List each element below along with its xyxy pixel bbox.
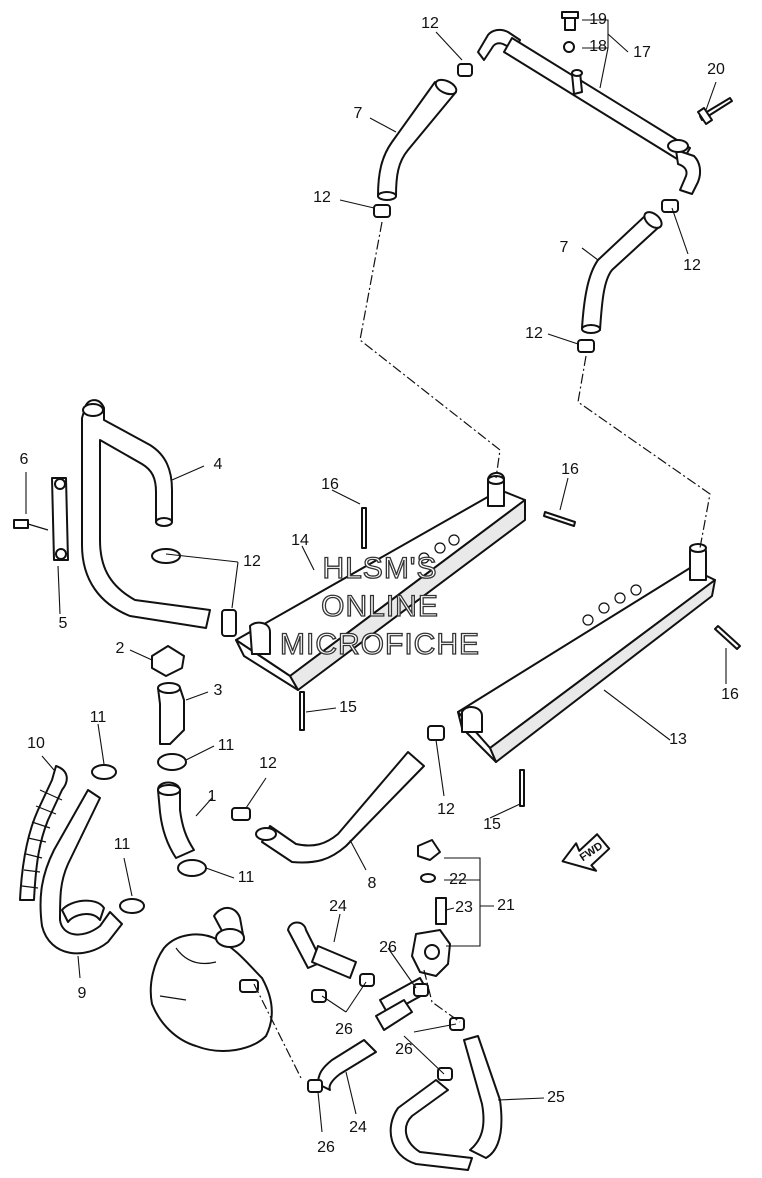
callout-11: 11 bbox=[218, 737, 235, 754]
callout-13: 13 bbox=[669, 731, 687, 748]
callout-8: 8 bbox=[368, 875, 377, 892]
callout-16: 16 bbox=[721, 686, 739, 703]
clamp-11-lower bbox=[177, 859, 207, 877]
callout-16: 16 bbox=[321, 476, 339, 493]
water-jacket-13 bbox=[457, 543, 716, 763]
bolt-23 bbox=[435, 897, 447, 925]
water-jacket-14 bbox=[235, 472, 526, 691]
callout-15: 15 bbox=[483, 816, 501, 833]
callout-12: 12 bbox=[313, 189, 331, 206]
forward-direction-arrow: FWD bbox=[561, 833, 611, 872]
hose-24-lower bbox=[317, 1039, 377, 1091]
bleed-screw-20 bbox=[697, 97, 733, 125]
callout-3: 3 bbox=[214, 682, 223, 699]
valve-body-21 bbox=[411, 929, 451, 977]
callout-5: 5 bbox=[59, 615, 68, 632]
clamp-26 bbox=[307, 973, 465, 1093]
callout-24: 24 bbox=[349, 1119, 367, 1136]
callout-12: 12 bbox=[259, 755, 277, 772]
callout-19: 19 bbox=[589, 11, 607, 28]
engine-housing bbox=[149, 907, 273, 1052]
connection-lines bbox=[253, 221, 711, 1081]
rivet-15 bbox=[299, 691, 525, 807]
watermark: HLSM'S ONLINE MICROFICHE bbox=[279, 551, 480, 661]
callout-11: 11 bbox=[238, 869, 255, 886]
callout-12: 12 bbox=[421, 15, 439, 32]
callout-2: 2 bbox=[116, 640, 125, 657]
hose-9 bbox=[39, 789, 123, 955]
clamp-26-engine bbox=[239, 979, 259, 993]
clamp-12 bbox=[373, 63, 679, 353]
callout-labels: 12 19 18 17 20 7 12 7 12 12 6 4 16 16 14… bbox=[20, 11, 739, 1156]
clamp-11-upper bbox=[157, 753, 187, 771]
callout-23: 23 bbox=[455, 899, 473, 916]
callout-24: 24 bbox=[329, 898, 347, 915]
callout-10: 10 bbox=[27, 735, 45, 752]
callout-12: 12 bbox=[243, 553, 261, 570]
callout-21: 21 bbox=[497, 897, 515, 914]
callout-26: 26 bbox=[317, 1139, 335, 1156]
callout-26: 26 bbox=[335, 1021, 353, 1038]
clamp-11-side bbox=[91, 764, 145, 914]
callout-6: 6 bbox=[20, 451, 29, 468]
callout-9: 9 bbox=[78, 985, 87, 1002]
fitting-19 bbox=[561, 11, 579, 31]
valve-cap-22 bbox=[417, 839, 441, 883]
callout-26: 26 bbox=[395, 1041, 413, 1058]
callout-15: 15 bbox=[339, 699, 357, 716]
callout-26: 26 bbox=[379, 939, 397, 956]
callout-7: 7 bbox=[354, 105, 363, 122]
washer-18 bbox=[563, 41, 575, 53]
rivet-16 bbox=[361, 507, 741, 650]
callout-18: 18 bbox=[589, 38, 607, 55]
callout-12: 12 bbox=[683, 257, 701, 274]
watermark-line-1: HLSM'S bbox=[322, 552, 437, 585]
spiral-hose-10 bbox=[19, 765, 68, 901]
hose-7-lower bbox=[581, 211, 663, 334]
water-pipe-4 bbox=[81, 399, 211, 629]
callout-20: 20 bbox=[707, 61, 725, 78]
cap-2 bbox=[151, 645, 185, 677]
callout-12: 12 bbox=[525, 325, 543, 342]
callout-25: 25 bbox=[547, 1089, 565, 1106]
crossover-pipe-17 bbox=[477, 28, 702, 195]
callout-16: 16 bbox=[561, 461, 579, 478]
callout-4: 4 bbox=[214, 456, 223, 473]
leader-lines bbox=[25, 19, 727, 1133]
callout-11: 11 bbox=[90, 709, 107, 726]
callout-14: 14 bbox=[291, 532, 309, 549]
callout-12: 12 bbox=[437, 801, 455, 818]
bolt-6 bbox=[13, 519, 49, 531]
clip-5 bbox=[51, 477, 69, 561]
callout-1: 1 bbox=[208, 788, 217, 805]
callout-22: 22 bbox=[449, 871, 467, 888]
hose-24-upper bbox=[287, 921, 357, 979]
callout-11: 11 bbox=[114, 836, 131, 853]
watermark-line-3: MICROFICHE bbox=[280, 628, 480, 661]
callout-7: 7 bbox=[560, 239, 569, 256]
watermark-line-2: ONLINE bbox=[321, 590, 439, 623]
callout-17: 17 bbox=[633, 44, 651, 61]
hose-1 bbox=[157, 781, 195, 859]
hose-8 bbox=[255, 751, 425, 864]
hose-7-upper bbox=[377, 78, 458, 201]
housing-3 bbox=[157, 682, 185, 745]
